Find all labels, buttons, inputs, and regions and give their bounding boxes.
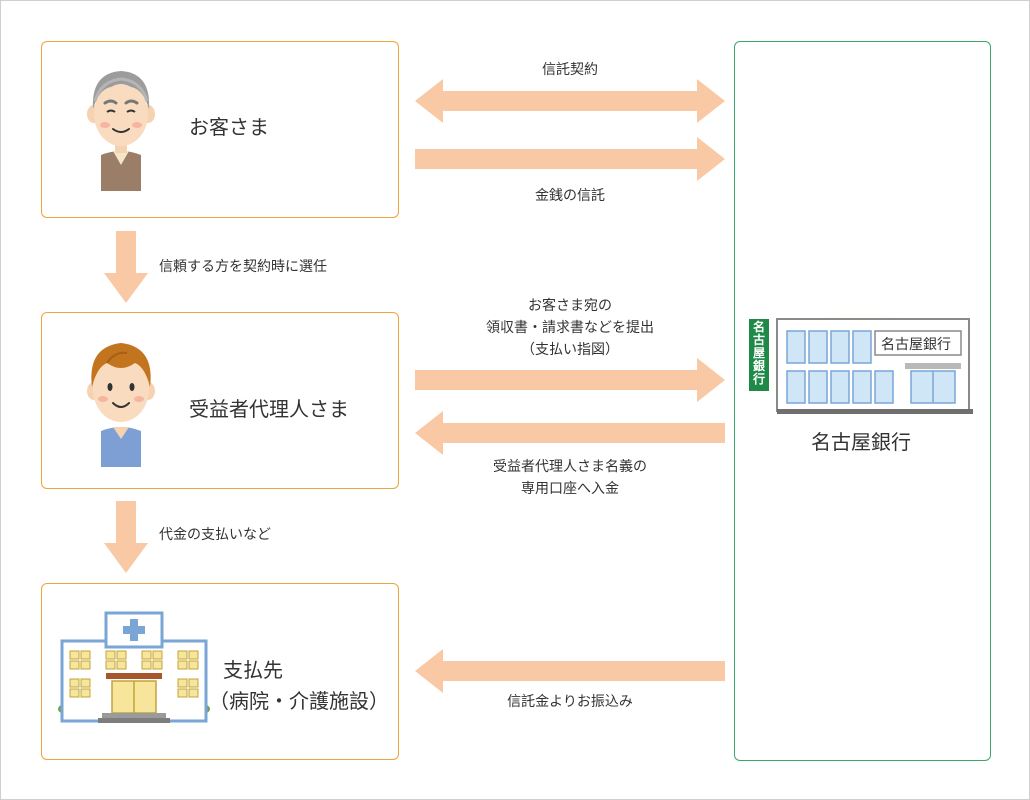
submit-receipts-line-2: 領収書・請求書などを提出 bbox=[486, 320, 654, 336]
bank-sign-vertical: 名古屋銀行 bbox=[752, 320, 765, 386]
submit-receipts-line-1: お客さま宛の bbox=[528, 298, 612, 314]
hospital-building-icon bbox=[58, 611, 210, 723]
payment-arrow bbox=[104, 501, 148, 573]
money-trust-label: 金銭の信託 bbox=[535, 188, 605, 204]
bank-sign-horizontal: 名古屋銀行 bbox=[881, 337, 951, 353]
appoint-arrow bbox=[104, 231, 148, 303]
transfer-arrow bbox=[415, 649, 725, 693]
trust-contract-arrow bbox=[415, 79, 725, 123]
customer-label: お客さま bbox=[189, 115, 269, 139]
agent-label: 受益者代理人さま bbox=[189, 397, 349, 421]
payee-label-line2: （病院・介護施設） bbox=[209, 689, 389, 713]
bank-name-label: 名古屋銀行 bbox=[811, 430, 911, 454]
trust-contract-label: 信託契約 bbox=[542, 62, 598, 78]
deposit-line-2: 専用口座へ入金 bbox=[521, 481, 619, 497]
deposit-line-1: 受益者代理人さま名義の bbox=[493, 459, 647, 475]
deposit-label: 受益者代理人さま名義の 専用口座へ入金 bbox=[415, 456, 725, 500]
money-trust-arrow bbox=[415, 137, 725, 181]
transfer-label: 信託金よりお振込み bbox=[507, 694, 633, 710]
young-man-icon bbox=[87, 343, 155, 467]
payee-label-line1: 支払先 bbox=[223, 658, 283, 682]
submit-receipts-label: お客さま宛の 領収書・請求書などを提出 （支払い指図） bbox=[415, 295, 725, 361]
elderly-man-icon bbox=[87, 71, 155, 191]
payment-label: 代金の支払いなど bbox=[159, 527, 271, 543]
bank-building-icon bbox=[743, 303, 979, 419]
submit-receipts-line-3: （支払い指図） bbox=[521, 342, 619, 358]
submit-receipts-arrow bbox=[415, 358, 725, 402]
deposit-arrow bbox=[415, 411, 725, 455]
appoint-label: 信頼する方を契約時に選任 bbox=[159, 259, 327, 275]
